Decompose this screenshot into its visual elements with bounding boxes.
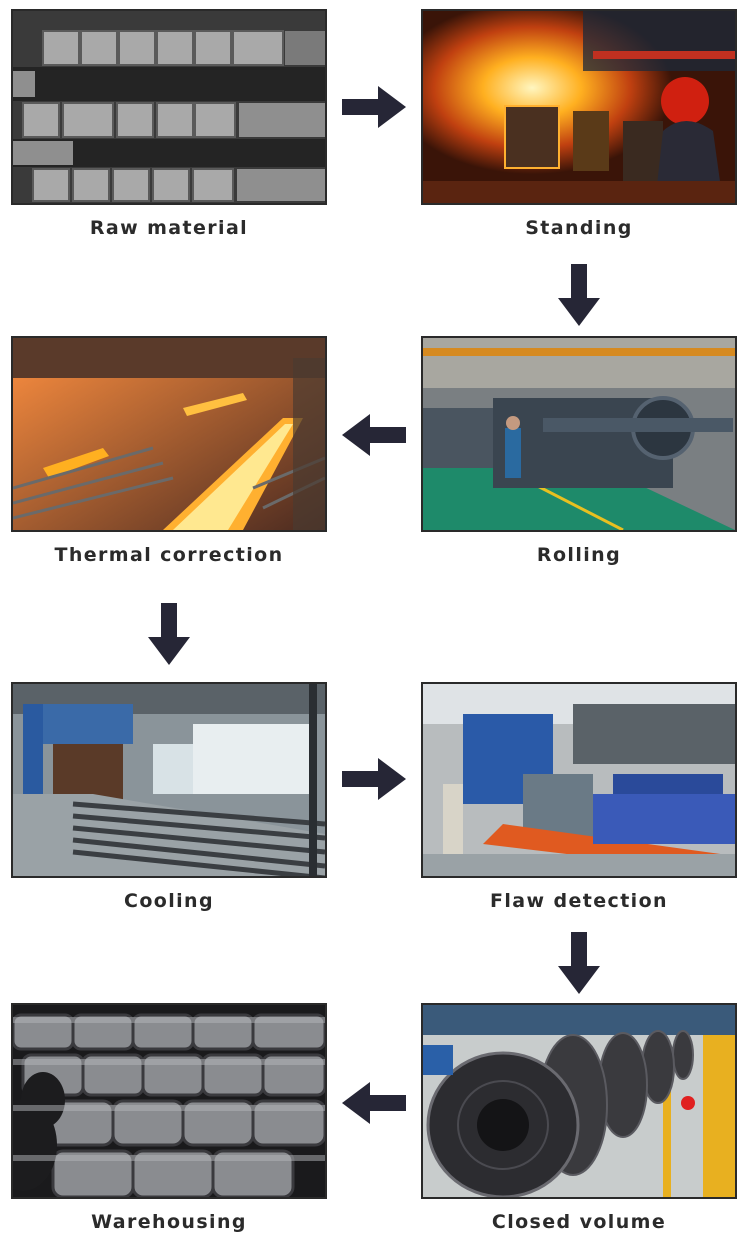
step-warehousing: Warehousing xyxy=(11,1003,327,1233)
arrow-left-icon xyxy=(342,414,406,456)
arrow-right-icon xyxy=(342,86,406,128)
molten-steel-pouring-photo xyxy=(421,9,737,205)
step-label-raw-material: Raw material xyxy=(89,217,249,239)
step-raw-material: Raw material xyxy=(11,9,327,239)
step-label-warehousing: Warehousing xyxy=(91,1211,247,1233)
inspection-line-photo xyxy=(421,682,737,878)
step-label-flaw-detection: Flaw detection xyxy=(490,890,668,912)
step-label-standing: Standing xyxy=(525,217,633,239)
arrow-right-icon xyxy=(342,758,406,800)
step-thermal-correction: Thermal correction xyxy=(11,336,327,566)
step-label-closed-volume: Closed volume xyxy=(491,1211,667,1233)
step-closed-volume: Closed volume xyxy=(421,1003,737,1233)
arrow-down-icon xyxy=(558,264,600,326)
step-label-thermal-correction: Thermal correction xyxy=(54,544,284,566)
arrow-down-icon xyxy=(558,932,600,994)
step-cooling: Cooling xyxy=(11,682,327,912)
steel-coil-line-photo xyxy=(421,1003,737,1199)
cooling-bed-rollers-photo xyxy=(11,682,327,878)
arrow-left-icon xyxy=(342,1082,406,1124)
steel-billets-photo xyxy=(11,9,327,205)
hot-steel-on-rollers-photo xyxy=(11,336,327,532)
step-label-rolling: Rolling xyxy=(536,544,622,566)
rolling-mill-machinery-photo xyxy=(421,336,737,532)
step-label-cooling: Cooling xyxy=(123,890,214,912)
step-standing: Standing xyxy=(421,9,737,239)
stacked-steel-coils-photo xyxy=(11,1003,327,1199)
step-rolling: Rolling xyxy=(421,336,737,566)
arrow-down-icon xyxy=(148,603,190,665)
step-flaw-detection: Flaw detection xyxy=(421,682,737,912)
